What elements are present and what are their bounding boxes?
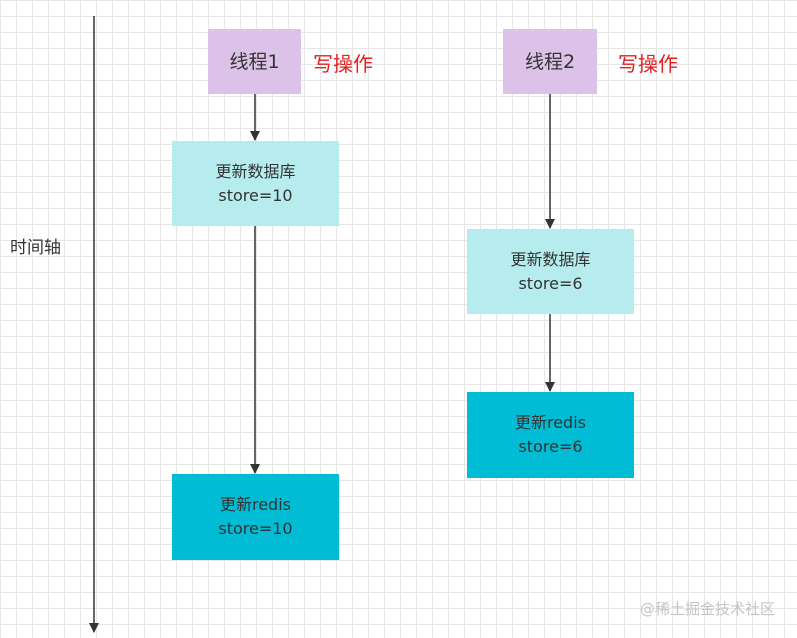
thread2-name: 线程2 xyxy=(524,50,576,73)
thread2-db-update-box: 更新数据库 store=6 xyxy=(467,229,634,314)
thread1-redis-update-value: store=10 xyxy=(218,519,293,538)
thread2-db-update-value: store=6 xyxy=(518,273,583,293)
thread2-box: 线程2 xyxy=(503,29,597,94)
thread1-db-update-title: 更新数据库 xyxy=(215,161,296,181)
thread2-redis-update-title: 更新redis xyxy=(514,413,586,432)
thread1-redis-update-title: 更新redis xyxy=(219,495,291,514)
thread2-db-update-title: 更新数据库 xyxy=(510,249,591,269)
thread2-redis-update-box: 更新redis store=6 xyxy=(467,392,634,478)
thread1-db-update-value: store=10 xyxy=(218,185,293,205)
thread1-box: 线程1 xyxy=(208,29,301,94)
watermark: @稀土掘金技术社区 xyxy=(639,600,775,618)
thread1-db-update-box: 更新数据库 store=10 xyxy=(172,141,339,226)
thread1-op-label: 写操作 xyxy=(313,52,373,76)
thread2-op-label: 写操作 xyxy=(618,52,678,76)
thread2-redis-update-value: store=6 xyxy=(518,437,583,456)
thread1-name: 线程1 xyxy=(229,50,280,73)
timeline-axis-label: 时间轴 xyxy=(10,238,61,258)
thread1-redis-update-box: 更新redis store=10 xyxy=(172,474,339,560)
